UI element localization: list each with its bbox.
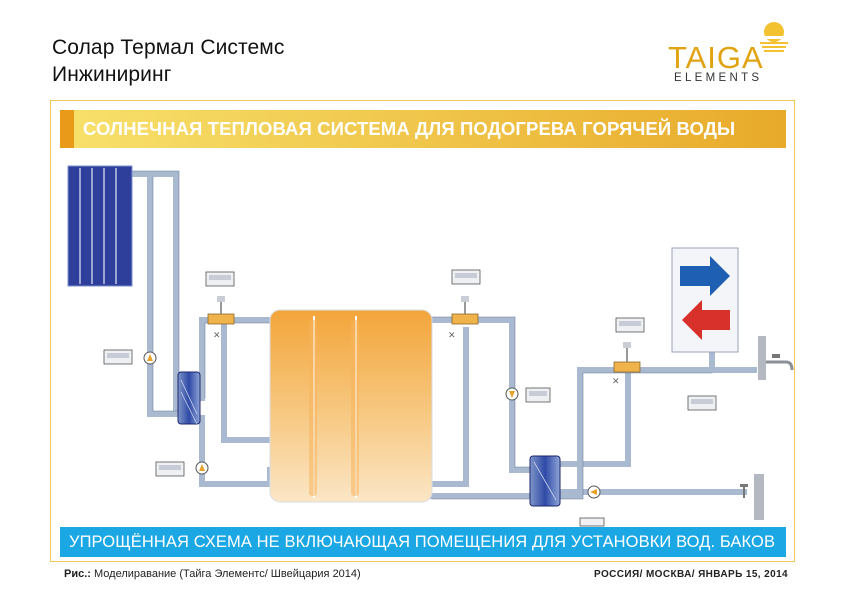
top-banner-text: СОЛНЕЧНАЯ ТЕПЛОВАЯ СИСТЕМА ДЛЯ ПОДОГРЕВА…: [83, 118, 736, 139]
caption-text: Моделиравание (Тайга Элементс/ Швейцария…: [90, 568, 361, 580]
pump-icon: [143, 351, 157, 365]
controller-icon: [205, 271, 235, 287]
controller-icon: [451, 269, 481, 285]
controller-icon: [525, 387, 551, 403]
caption-label: Рис.:: [64, 568, 91, 580]
taiga-logo: TAIGA ELEMENTS: [664, 18, 794, 86]
controller-icon: [579, 517, 605, 527]
page-title: Солар Термал Системс Инжиниринг: [52, 34, 284, 88]
logo-subword: ELEMENTS: [674, 72, 763, 84]
controller-icon: [155, 461, 185, 477]
logo-word: TAIGA: [668, 40, 764, 75]
heat-exchanger-icon: [177, 371, 201, 425]
top-banner: СОЛНЕЧНАЯ ТЕПЛОВАЯ СИСТЕМА ДЛЯ ПОДОГРЕВА…: [60, 110, 786, 148]
pump-icon: [505, 387, 519, 401]
controller-icon: [615, 317, 645, 333]
three-way-valve-icon: ✕: [448, 296, 479, 341]
controller-icon: [687, 395, 717, 411]
tap-icon: [758, 336, 794, 380]
svg-text:✕: ✕: [448, 331, 456, 341]
bottom-banner-text: УПРОЩЁННАЯ СХЕМА НЕ ВКЛЮЧАЮЩАЯ ПОМЕЩЕНИЯ…: [69, 533, 776, 551]
diagram-frame: [50, 100, 795, 562]
storage-tank: [269, 309, 433, 503]
heat-exchanger-icon: [529, 455, 561, 507]
heat-consumer-icon: [671, 247, 739, 353]
three-way-valve-icon: ✕: [612, 342, 641, 387]
location-date: РОССИЯ/ МОСКВА/ ЯНВАРЬ 15, 2014: [594, 569, 788, 580]
svg-text:✕: ✕: [213, 331, 221, 341]
sun-logo-icon: [760, 22, 788, 52]
figure-caption: Рис.: Моделиравание (Тайга Элементс/ Шве…: [64, 568, 361, 580]
pump-icon: [587, 485, 601, 499]
three-way-valve-icon: ✕: [207, 296, 235, 341]
title-line-2: Инжиниринг: [52, 63, 172, 86]
pump-icon: [195, 461, 209, 475]
pipe-network: [129, 171, 757, 499]
controller-icon: [103, 349, 133, 365]
svg-text:✕: ✕: [612, 377, 620, 387]
title-line-1: Солар Термал Системс: [52, 36, 285, 59]
bottom-banner: УПРОЩЁННАЯ СХЕМА НЕ ВКЛЮЧАЮЩАЯ ПОМЕЩЕНИЯ…: [60, 527, 786, 557]
tap-icon: [740, 474, 764, 520]
solar-collector-icon: [67, 165, 133, 287]
